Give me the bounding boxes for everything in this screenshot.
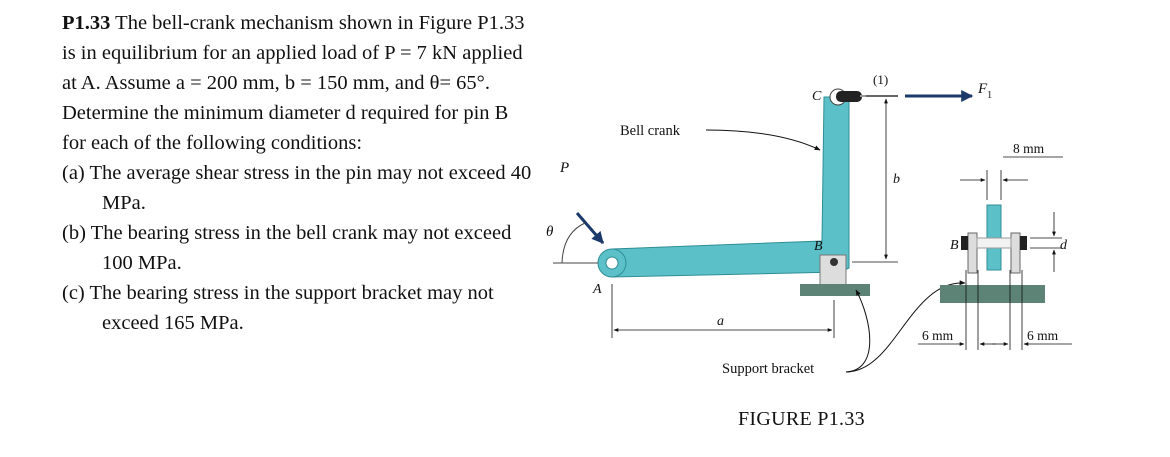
angle-label: θ [546, 224, 554, 240]
point-a-label: A [592, 282, 602, 297]
point-c-label: C [812, 89, 822, 104]
condition-text: The average shear stress in the pin may … [89, 162, 532, 214]
support-bracket-shape [800, 254, 870, 296]
condition-label: (b) [62, 222, 86, 244]
member-label: (1) [873, 72, 888, 87]
pin-a-icon [605, 256, 619, 270]
force-label: F1 [977, 81, 992, 101]
statement-text: The bell-crank mechanism shown in Figure… [62, 12, 525, 154]
dimension-b-label: b [893, 172, 900, 187]
condition-c: (c) The bearing stress in the support br… [62, 278, 532, 338]
bell-crank-figure: F1 (1) C B A P θ Bell crank a b Support … [546, 72, 1072, 377]
dimension-6mm-right-label: 6 mm [1027, 328, 1059, 343]
dimension-a-label: a [717, 314, 724, 329]
problem-text: P1.33 The bell-crank mechanism shown in … [62, 8, 532, 338]
condition-text: The bearing stress in the bell crank may… [90, 222, 512, 274]
conditions-list: (a) The average shear stress in the pin … [62, 158, 532, 338]
support-bracket-leader [845, 289, 871, 373]
condition-label: (a) [62, 162, 85, 184]
load-arrow-icon [575, 212, 605, 244]
condition-b: (b) The bearing stress in the bell crank… [62, 218, 532, 278]
dimension-6mm-left-label: 6 mm [922, 328, 954, 343]
support-bracket-label: Support bracket [722, 361, 814, 377]
member-1-rod [836, 91, 898, 102]
angle-arc-icon [561, 222, 586, 264]
figure-caption: FIGURE P1.33 [738, 408, 865, 430]
problem-statement: P1.33 The bell-crank mechanism shown in … [62, 8, 532, 158]
pin-b-icon [830, 258, 838, 266]
bell-crank-label: Bell crank [620, 123, 681, 139]
dimension-8mm-label: 8 mm [1013, 141, 1045, 156]
pin-detail-view [940, 170, 1045, 350]
condition-text: The bearing stress in the support bracke… [89, 282, 494, 334]
condition-a: (a) The average shear stress in the pin … [62, 158, 532, 218]
load-label: P [559, 160, 569, 176]
bell-crank-leader [705, 129, 821, 151]
detail-pin-label: B [950, 238, 959, 253]
problem-number: P1.33 [62, 12, 111, 34]
condition-label: (c) [62, 282, 85, 304]
point-b-label: B [814, 239, 823, 254]
dimension-d-label: d [1060, 238, 1068, 253]
bell-crank-shape [597, 88, 850, 278]
